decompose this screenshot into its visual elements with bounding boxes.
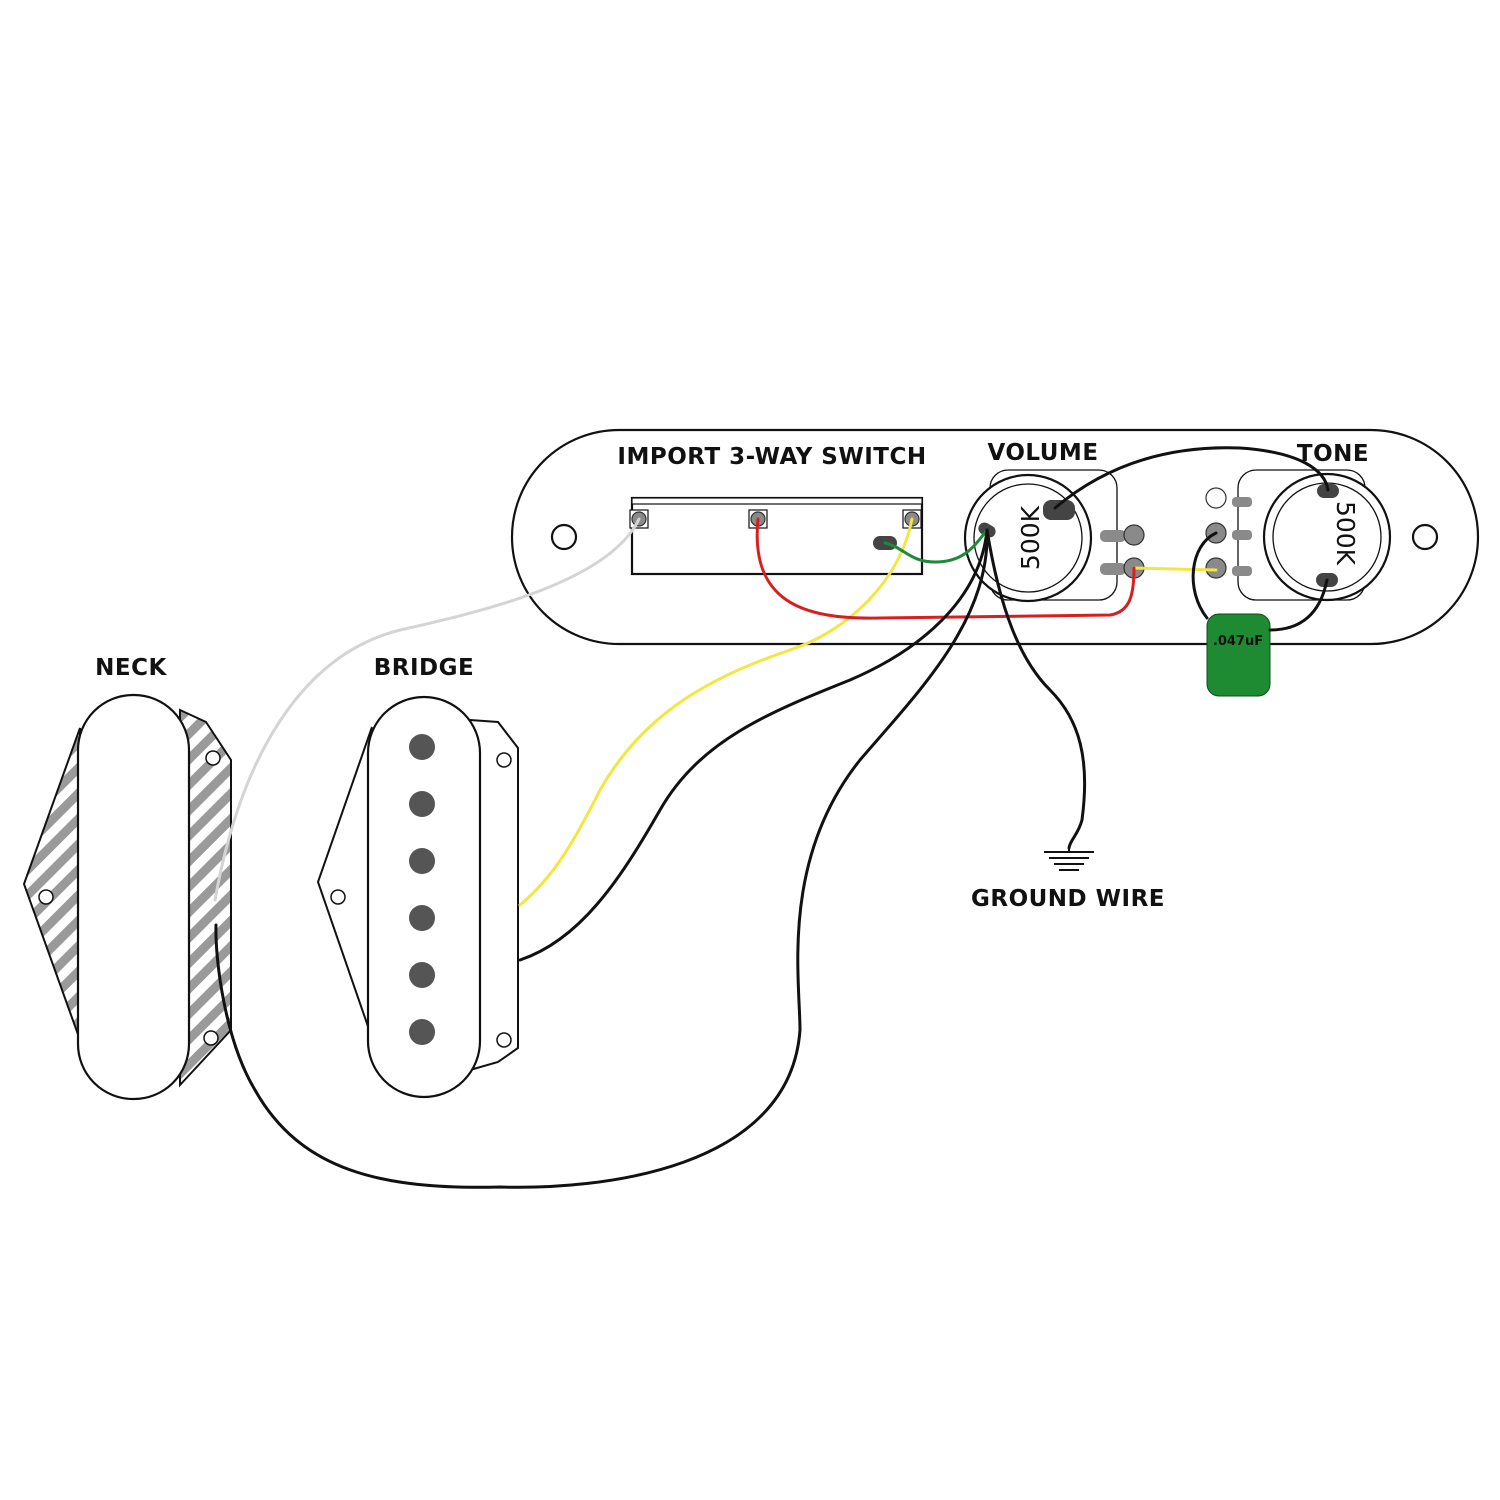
neck-label: NECK (95, 655, 167, 681)
mounting-hole-icon (496, 752, 512, 768)
red-wire (755, 517, 1136, 620)
black-wire-neck (214, 528, 989, 1189)
solder-lug-icon (1123, 524, 1145, 546)
mounting-hole-icon (550, 523, 578, 551)
tone-value-label: 500K (1331, 501, 1360, 566)
yellow-wire-vol-tone (1132, 566, 1218, 572)
pole-piece-icon (409, 848, 435, 874)
solder-lug-icon (1205, 487, 1227, 509)
pole-piece-icon (409, 905, 435, 931)
volume-label: VOLUME (987, 440, 1098, 466)
pole-piece-icon (409, 1019, 435, 1045)
wires (213, 446, 1330, 1189)
green-wire (883, 528, 989, 564)
white-wire (213, 517, 641, 902)
pole-piece-icon (409, 734, 435, 760)
tone-pot: 500K (1205, 469, 1392, 602)
mounting-hole-icon (38, 889, 54, 905)
mounting-hole-icon (330, 889, 346, 905)
neck-pickup (22, 693, 232, 1101)
volume-pot: 500K (963, 469, 1145, 603)
capacitor-value-label: .047uF (1213, 634, 1263, 649)
tone-label: TONE (1297, 441, 1369, 467)
black-wire-tone-lug (1191, 531, 1218, 620)
bridge-pickup (316, 695, 519, 1099)
pole-piece-icon (409, 962, 435, 988)
mounting-hole-icon (496, 1032, 512, 1048)
black-wire-tone-cap (1268, 578, 1329, 632)
bridge-label: BRIDGE (374, 655, 474, 681)
ground-wire-label: GROUND WIRE (971, 886, 1165, 912)
mounting-hole-icon (203, 1030, 219, 1046)
tone-capacitor: .047uF (1206, 613, 1271, 697)
mounting-hole-icon (205, 750, 221, 766)
volume-value-label: 500K (1016, 505, 1045, 570)
ground-wire (985, 528, 1087, 850)
solder-lug-icon (1205, 557, 1227, 579)
black-wire-bridge (518, 528, 989, 962)
black-wire-vol-tone (1053, 446, 1330, 510)
mounting-hole-icon (1411, 523, 1439, 551)
switch-label: IMPORT 3-WAY SWITCH (617, 444, 926, 470)
ground-symbol-icon (1044, 848, 1094, 871)
three-way-switch (629, 496, 924, 576)
pole-piece-icon (409, 791, 435, 817)
yellow-wire (518, 517, 914, 907)
